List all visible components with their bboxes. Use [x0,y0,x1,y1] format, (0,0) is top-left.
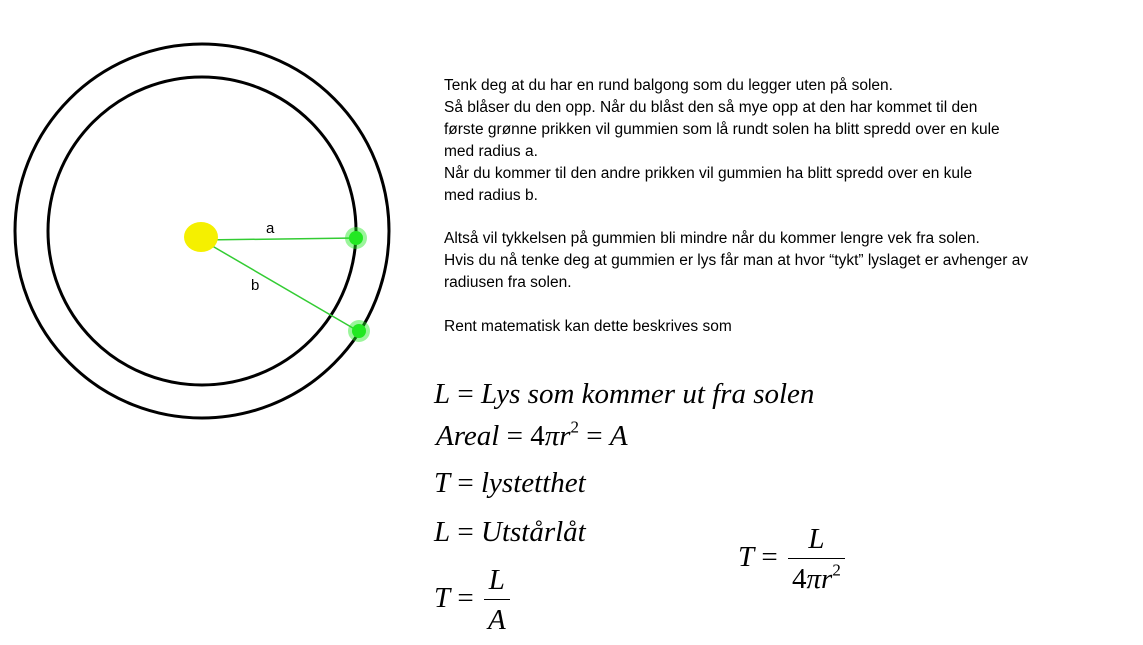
formula-rhs: lystetthet [481,467,586,499]
formula-lhs: L [434,378,451,410]
explanation-line: Tenk deg at du har en rund balgong som d… [444,77,893,94]
fraction: L A [484,566,510,635]
explanation-line: med radius b. [444,186,538,204]
radius-a-label: a [266,220,275,237]
formula-lhs: L [434,516,451,548]
formula-light-definition: L = Lys som kommer ut fra solen [434,378,815,410]
explanation-line: Så blåser du den opp. Når du blåst den s… [444,98,978,116]
formula-rhs: Utstårlåt [481,516,586,548]
formula-lhs: T [434,467,451,499]
formula-coefficient: 4 [792,563,807,595]
explanation-line: Hvis du nå tenke deg at gummien er lys f… [444,252,1029,270]
fraction: L 4πr2 [788,525,845,594]
outer-sphere-circle [13,42,391,420]
radius-symbol: r [821,563,833,595]
formula-lhs: T [434,582,451,615]
formula-inverse-square: T = L 4πr2 [738,525,845,594]
sun-radius-diagram: a b [13,42,391,420]
fraction-numerator: L [808,523,825,555]
formula-density: T = lystetthet [434,467,586,499]
pi-symbol: π [544,420,560,452]
explanation-line: Rent matematisk kan dette beskrives som [444,317,732,335]
formula-coefficient: 4 [530,420,545,452]
sun [184,222,218,252]
explanation-line: med radius a. [444,142,538,160]
green-dot-a-core [349,231,363,245]
explanation-line: Når du kommer til den andre prikken vil … [444,164,973,182]
explanation-line: radiusen fra solen. [444,274,572,292]
radius-symbol: r [559,420,571,452]
fraction-numerator: L [488,564,505,596]
pi-symbol: π [806,563,822,595]
fraction-denominator: A [488,604,506,636]
explanation-line: første grønne prikken vil gummien som lå… [444,120,1000,138]
radius-b-line [201,239,359,332]
exponent: 2 [570,417,580,437]
explanation-line: Altså vil tykkelsen på gummien bli mindr… [444,230,980,248]
green-dot-b-core [352,324,366,338]
exponent: 2 [832,560,841,580]
radius-a-line [201,237,357,241]
formula-rhs: A [609,420,628,452]
explanation-text: Tenk deg at du har en rund balgong som d… [444,75,1134,338]
formula-lhs: Areal [436,420,500,452]
radius-b-label: b [251,277,259,294]
formula-density-ratio: T = L A [434,566,510,635]
formula-area: Areal = 4πr2 = A [436,417,628,452]
formula-lhs: T [738,541,755,574]
formula-luminosity: L = Utstårlåt [434,516,586,548]
formula-rhs: Lys som kommer ut fra solen [481,378,815,410]
